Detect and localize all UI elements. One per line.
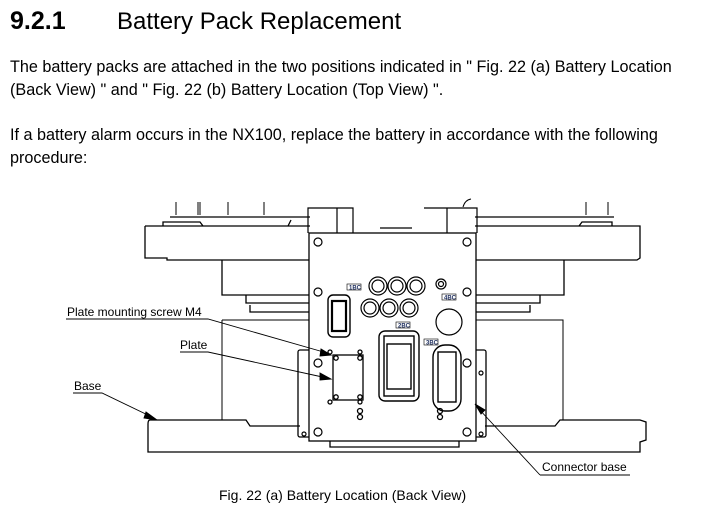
callout-leaders [66,318,630,476]
callout-connector-base: Connector base [542,460,627,474]
tag-4bc: 4BC [444,296,457,302]
panel-screws [301,237,484,437]
section-title: Battery Pack Replacement [117,8,402,35]
callout-plate-screw: Plate mounting screw M4 [67,305,202,319]
body-left [221,260,310,313]
upper-flange-right [475,216,641,261]
connector-3bc [432,344,462,412]
tag-1bc: 1BC [349,286,362,292]
upper-uprights [175,202,609,215]
battery-location-figure: 1BC 2BC 3BC 4BC Plate mounting screw M4 … [66,198,647,476]
section-heading: 9.2.1 Battery Pack Replacement [10,7,401,41]
robot-base-drawing [144,198,647,453]
tag-2bc: 2BC [398,324,411,330]
connector-1bc [327,294,351,338]
body-right [475,260,565,313]
frame-top [307,207,478,233]
procedure-paragraph: If a battery alarm occurs in the NX100, … [10,126,658,167]
base-plate [147,419,647,453]
tag-3bc: 3BC [426,341,439,347]
callout-plate: Plate [180,338,208,352]
connector-tags: 1BC 2BC 3BC 4BC [346,283,457,347]
callout-base: Base [74,379,102,393]
upper-flange-left [144,216,310,261]
lower-housing-right [475,319,564,420]
section-number: 9.2.1 [10,7,66,35]
figure-caption: Fig. 22 (a) Battery Location (Back View) [219,487,467,503]
intro-paragraph: The battery packs are attached in the tw… [10,58,672,99]
lower-housing-left [221,319,310,420]
cable-glands [360,276,463,336]
connector-2bc [378,330,420,402]
battery-plate [327,349,444,421]
